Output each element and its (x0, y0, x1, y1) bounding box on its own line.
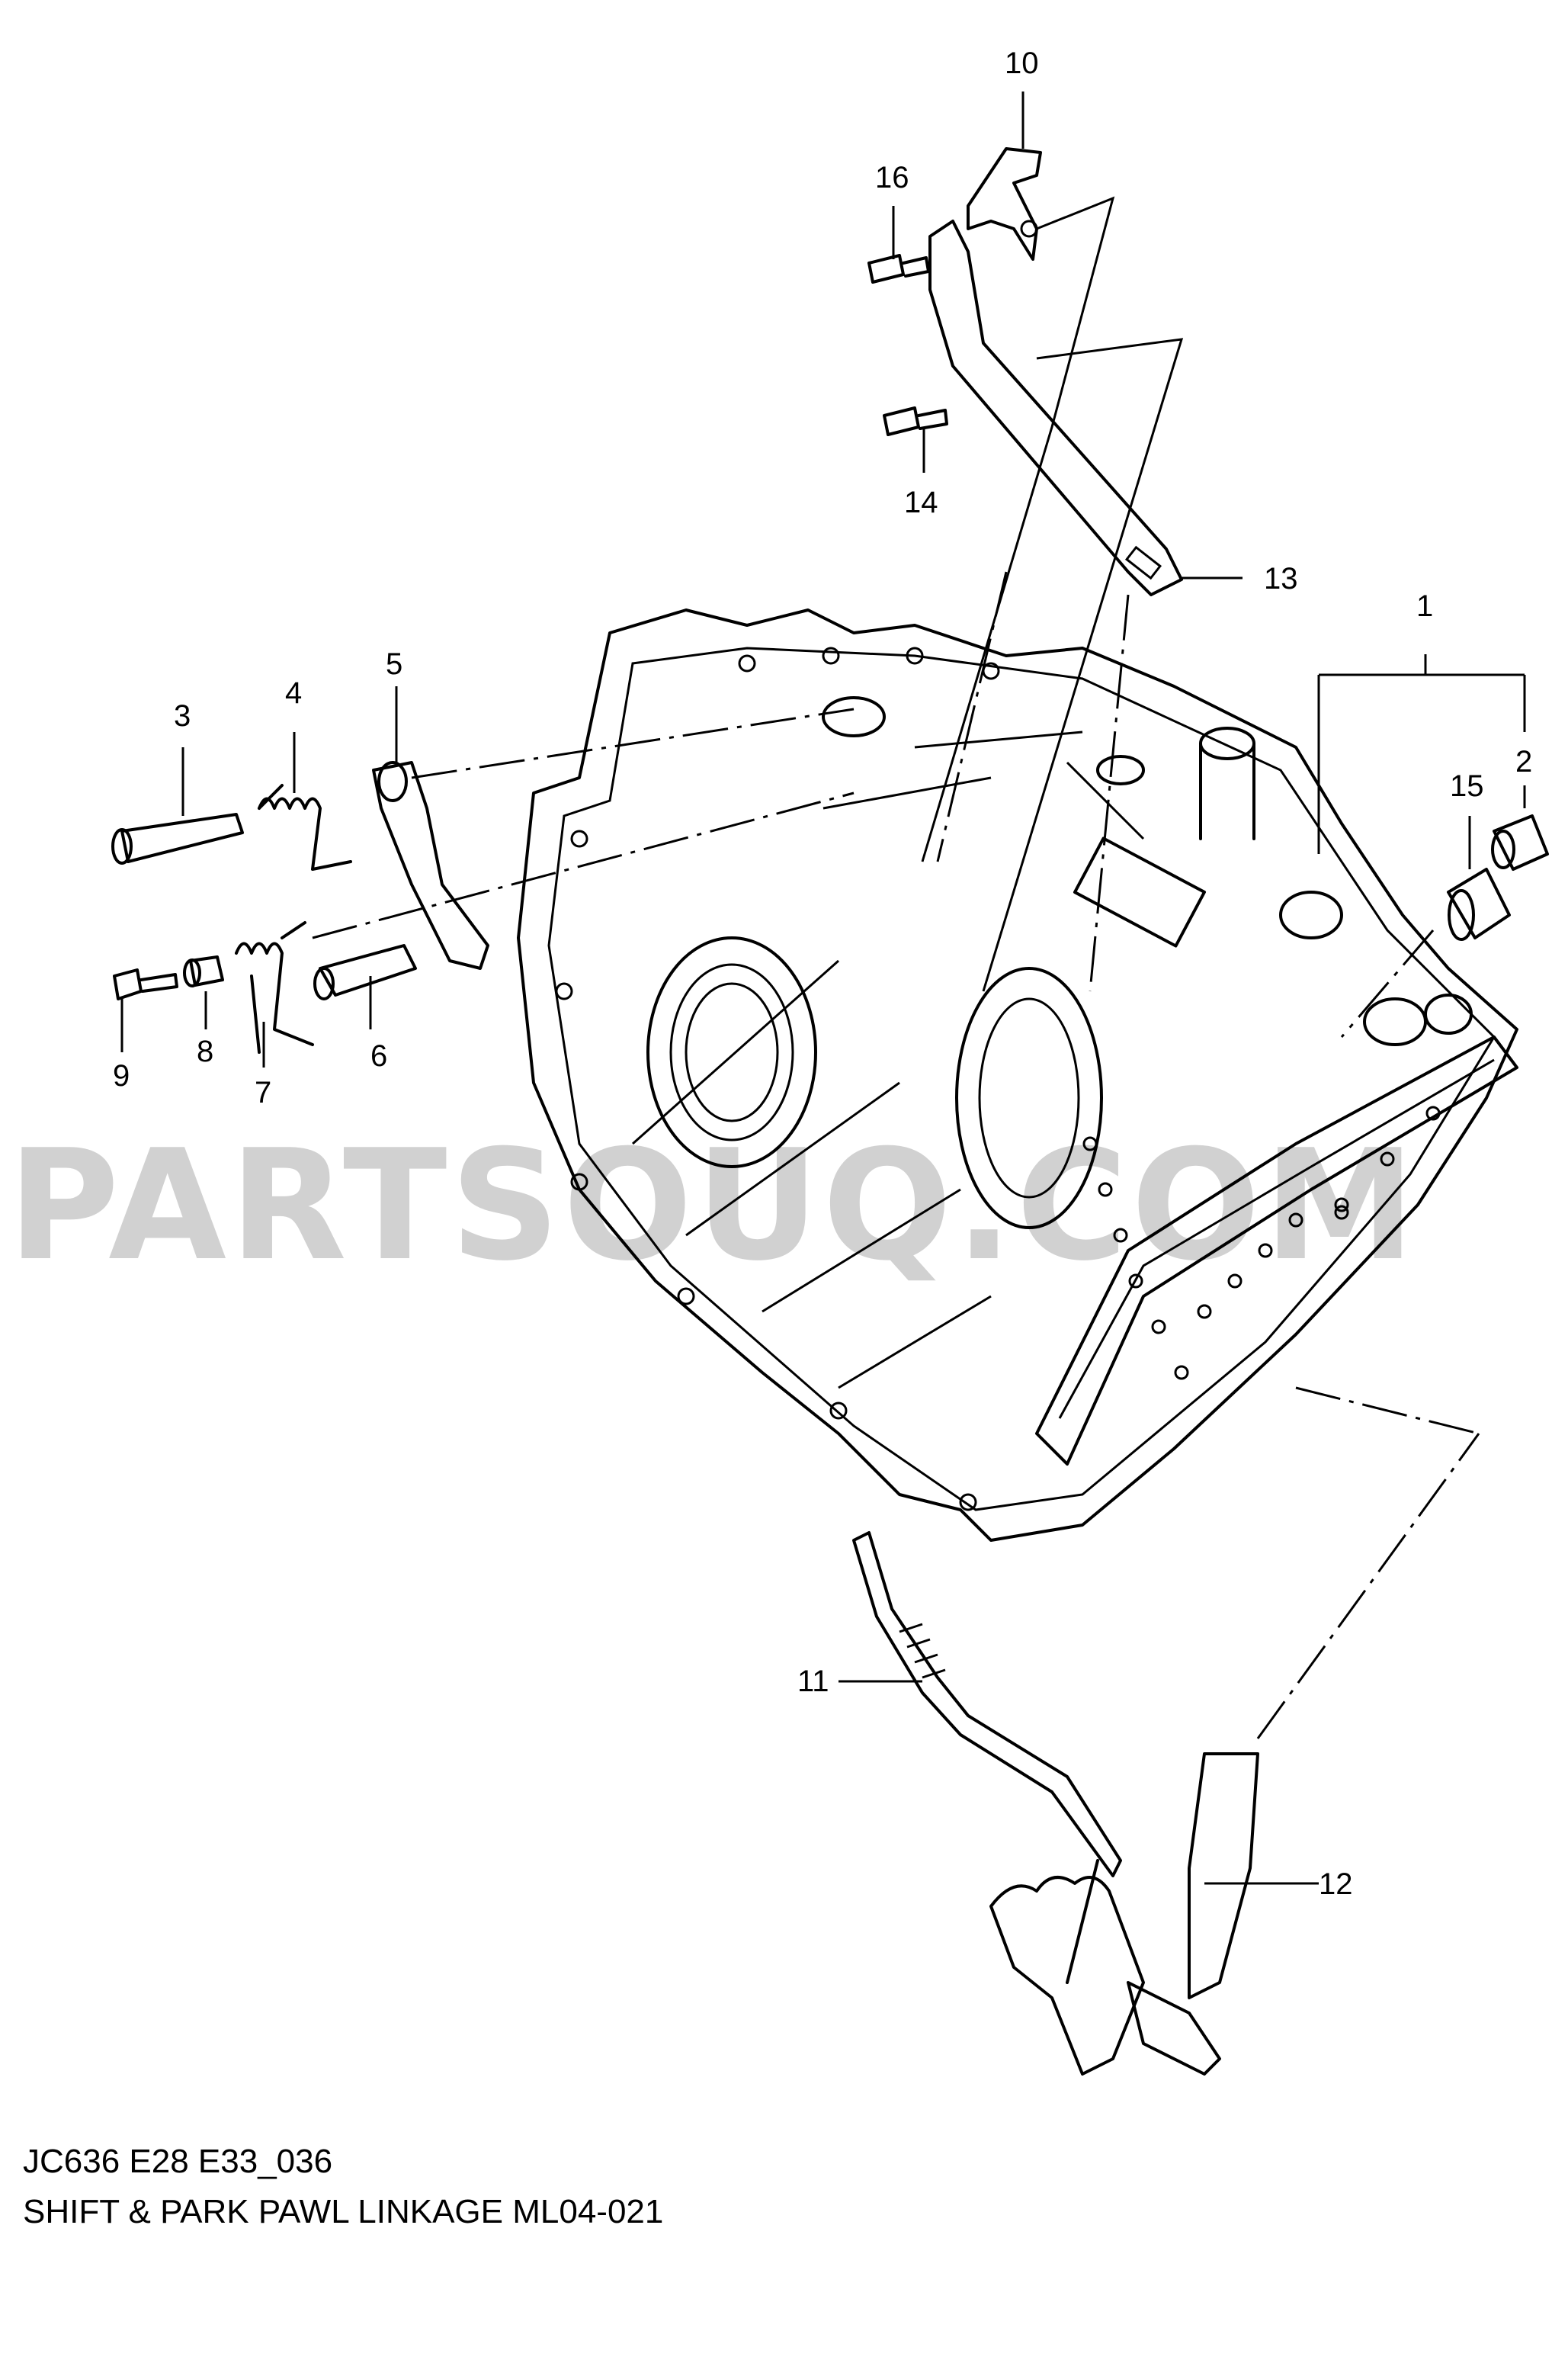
diagram-title: SHIFT & PARK PAWL LINKAGE ML04-021 (23, 2193, 664, 2230)
callout-13: 13 (1264, 562, 1298, 596)
transmission-case (517, 608, 1518, 1542)
callout-9: 9 (113, 1059, 130, 1093)
guide-lines (312, 571, 1480, 1739)
callout-2: 2 (1515, 745, 1532, 779)
part-16-bolt (867, 254, 930, 284)
callout-15: 15 (1450, 769, 1484, 803)
callout-numbers: 1 2 3 4 5 6 7 8 9 10 11 12 13 14 15 16 (113, 47, 1532, 1901)
callout-11: 11 (797, 1665, 829, 1698)
part-5-shift-lever (372, 761, 489, 970)
callout-3: 3 (174, 699, 191, 733)
part-9-bolt (113, 968, 178, 1000)
part-10-bracket (967, 147, 1042, 261)
part-2-cap (1491, 814, 1549, 871)
callout-1: 1 (1416, 589, 1433, 623)
diagram-code: JC636 E28 E33_036 (23, 2143, 333, 2180)
callout-14: 14 (904, 486, 938, 519)
part-14-bolt (883, 406, 948, 436)
callout-10: 10 (1005, 47, 1039, 80)
part-15-bushing (1447, 868, 1511, 941)
callout-5: 5 (386, 647, 402, 681)
part-7-spring (235, 921, 314, 1054)
callout-6: 6 (370, 1039, 387, 1073)
callout-4: 4 (285, 676, 302, 710)
leader-lines (120, 92, 1526, 1885)
callout-12: 12 (1319, 1867, 1353, 1901)
part-6-pin (313, 944, 417, 1000)
part-11-rod (852, 1531, 1122, 1984)
part-3-pin (111, 813, 244, 865)
callout-16: 16 (875, 161, 909, 194)
part-12-detent-plate (989, 1752, 1259, 2076)
part-13-plate (928, 220, 1183, 596)
callout-8: 8 (197, 1035, 213, 1068)
part-4-spring (258, 784, 352, 871)
part-8-collar (183, 955, 224, 987)
watermark-text: PARTSOUQ.COM (8, 1117, 1419, 1295)
callout-7: 7 (255, 1076, 271, 1109)
